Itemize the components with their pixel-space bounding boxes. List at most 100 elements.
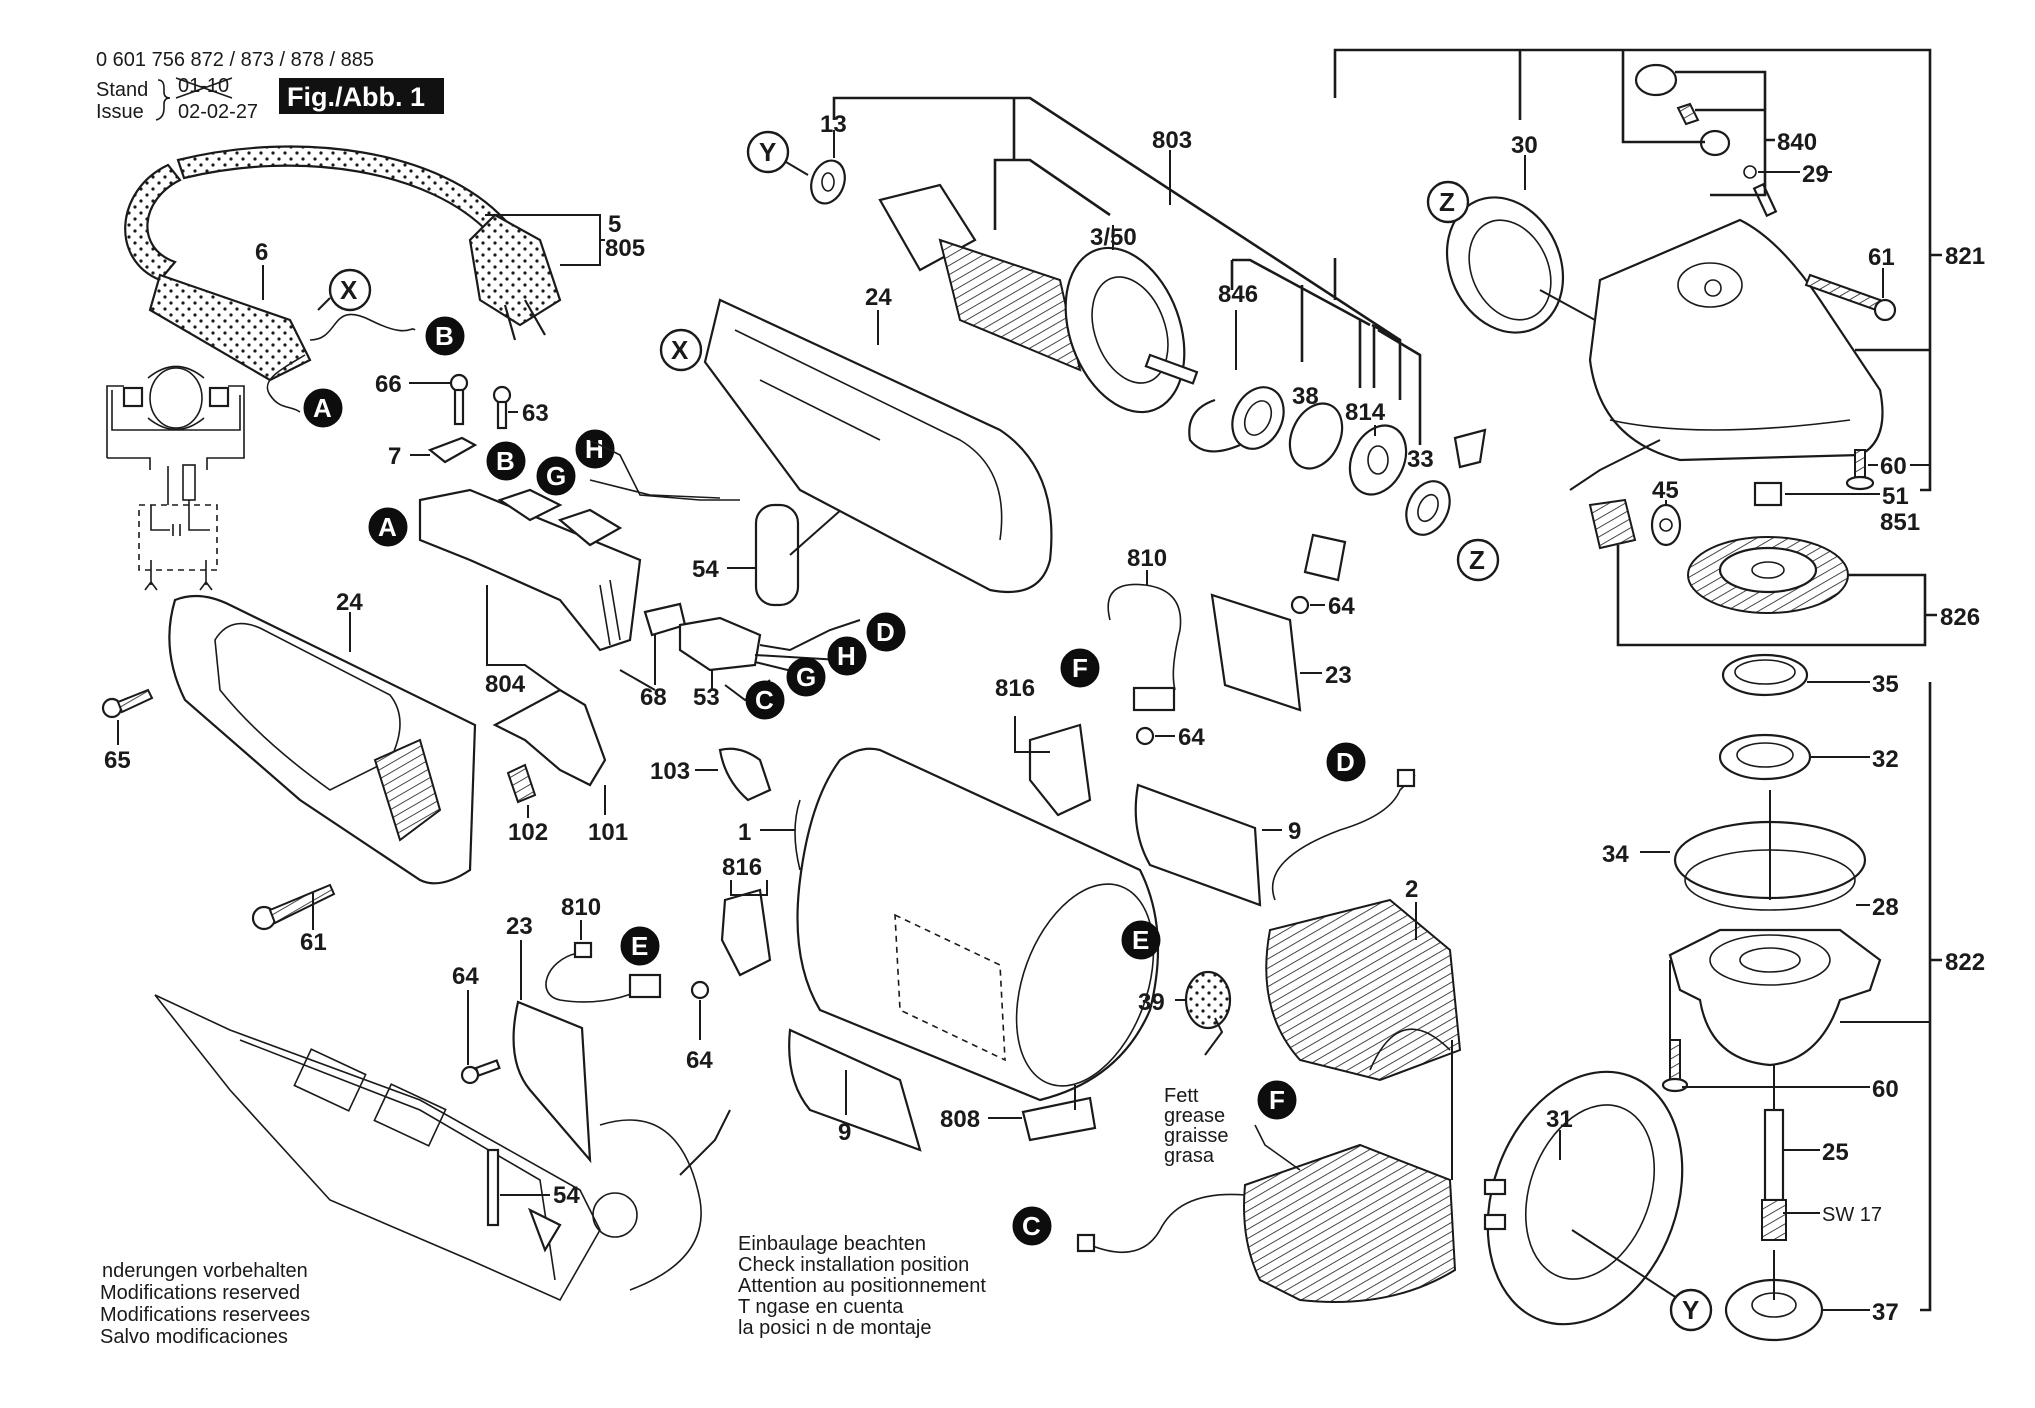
part-label: 61: [300, 929, 327, 956]
note-line: Einbaulage beachten: [738, 1233, 926, 1255]
part-label: 23: [1325, 662, 1352, 689]
o-ring-28: 28: [1856, 894, 1899, 921]
svg-text:A: A: [378, 512, 397, 542]
bearing-39: 39: [1138, 970, 1232, 1030]
part-label: 7: [388, 443, 401, 470]
svg-text:A: A: [313, 393, 332, 423]
connector-z-marker: Z: [1456, 538, 1500, 582]
part-label: 29: [1802, 161, 1829, 188]
part-label: 64: [1328, 593, 1355, 620]
svg-text:Y: Y: [759, 137, 776, 167]
grease-note: Fett grease graisse grasa: [1164, 1017, 1228, 1167]
connector-h-marker: H: [575, 429, 615, 469]
part-label: 24: [336, 589, 363, 616]
screw-66: 66: [375, 371, 469, 426]
part-label: 34: [1602, 841, 1629, 868]
bushing-51: 51 851: [1753, 481, 1920, 536]
note-line: Salvo modificaciones: [100, 1326, 288, 1348]
screw-61-left: 61: [251, 883, 336, 956]
svg-text:Y: Y: [1682, 1295, 1699, 1325]
connector-g-marker: G: [786, 657, 826, 697]
part-label: 810: [561, 894, 601, 921]
part-label: 821: [1945, 243, 1985, 270]
wire-harness: [589, 439, 740, 501]
part-label: 816: [995, 675, 1035, 702]
part-label: 101: [588, 819, 628, 846]
connector-h-marker: H: [827, 636, 867, 676]
part-label: 45: [1652, 477, 1679, 504]
installation-detail-view: 54: [154, 994, 731, 1302]
nut-45: 45: [1650, 477, 1682, 547]
part-label: 33: [1407, 446, 1434, 473]
part-label: 6: [255, 239, 268, 266]
part-label: 54: [553, 1182, 580, 1209]
screw-64-mid: 64: [686, 980, 713, 1074]
note-line: Check installation position: [738, 1254, 969, 1276]
part-label: 25: [1822, 1139, 1849, 1166]
connector-a-marker: A: [303, 388, 343, 428]
figure-label: Fig./Abb. 1: [287, 82, 425, 112]
note-line: Attention au positionnement: [738, 1275, 986, 1297]
gear-housing: [1539, 218, 1884, 462]
brush-holder-816-mid: 816: [720, 854, 772, 977]
svg-text:D: D: [1336, 747, 1355, 777]
bracket-822: 822: [1920, 682, 1985, 1312]
installation-note: Einbaulage beachten Check installation p…: [738, 1233, 986, 1339]
suppressor-68: 68: [619, 602, 687, 711]
svg-text:C: C: [1022, 1211, 1041, 1241]
part-label: 846: [1218, 281, 1258, 308]
part-label: 60: [1880, 453, 1907, 480]
screw-65: 65: [101, 688, 154, 774]
svg-text:F: F: [1269, 1085, 1285, 1115]
connector-g-marker: G: [536, 456, 576, 496]
modification-note: nderungen vorbehalten Modifications rese…: [100, 1260, 310, 1348]
svg-text:Z: Z: [1469, 545, 1485, 575]
note-line: Modifications reserved: [100, 1282, 300, 1304]
brush-holder-816-top: 816: [995, 675, 1092, 817]
connector-a-marker: A: [368, 507, 408, 547]
seal-32: 32: [1718, 733, 1899, 781]
part-label: 810: [1127, 545, 1167, 572]
part-label: 64: [452, 963, 479, 990]
motor-housing-half-24-top: 24: [703, 284, 1053, 594]
part-label: 840: [1777, 129, 1817, 156]
part-label: 23: [506, 913, 533, 940]
part-label: 805: [605, 235, 645, 262]
part-label: 64: [1178, 724, 1205, 751]
part-label: 51: [1882, 483, 1909, 510]
screw-60-b: 60: [1661, 960, 1899, 1103]
part-label: 822: [1945, 949, 1985, 976]
spindle-25: 25 SW 17: [1761, 1065, 1882, 1241]
svg-text:E: E: [1132, 925, 1149, 955]
part-label: 39: [1138, 989, 1165, 1016]
cord-segment: [176, 145, 507, 236]
part-label: 53: [693, 684, 720, 711]
spring-102: 102: [506, 763, 548, 846]
wire-a: [266, 354, 306, 413]
strikethrough-icon: [175, 77, 233, 99]
connector-c-marker: C: [745, 680, 785, 720]
circlip: [1188, 398, 1241, 453]
part-label: 816: [722, 854, 762, 881]
plug: [468, 213, 562, 327]
part-label: 30: [1511, 132, 1538, 159]
svg-text:X: X: [671, 335, 689, 365]
svg-text:B: B: [496, 446, 515, 476]
part-label: 64: [686, 1047, 713, 1074]
part-label: 68: [640, 684, 667, 711]
part-label: 804: [485, 671, 526, 698]
header: 0 601 756 872 / 873 / 878 / 885 Stand Is…: [96, 49, 444, 123]
svg-text:G: G: [546, 461, 566, 491]
screw-64-a: 64: [1135, 724, 1205, 751]
flange-37: 37: [1724, 1250, 1899, 1342]
connector-f-marker: F: [1257, 1080, 1297, 1120]
stand-value-struck: 01-10: [178, 75, 229, 97]
part-label: 24: [865, 284, 892, 311]
trigger-lever-101: 101: [492, 688, 628, 846]
connector-e-marker: E: [1121, 920, 1161, 960]
part-label: 38: [1292, 383, 1319, 410]
stand-label: Stand: [96, 79, 148, 101]
part-label: 814: [1345, 399, 1386, 426]
grease-note-line: grasa: [1164, 1145, 1215, 1167]
